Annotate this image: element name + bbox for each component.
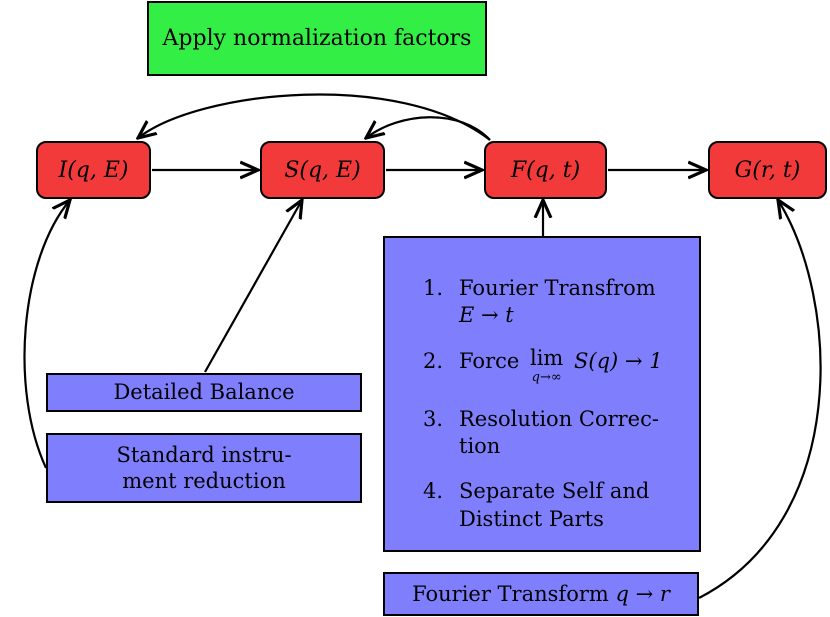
- node-G-r-t: G(r, t): [708, 141, 827, 199]
- apply-normalization-label: Apply normalization factors: [162, 26, 472, 51]
- standard-reduction-line2: ment reduction: [122, 469, 286, 493]
- edge-balance-to-S: [204, 200, 302, 373]
- standard-reduction-line1: Standard instru-: [116, 442, 292, 467]
- edge-reduction-to-I: [23, 200, 70, 469]
- step-number: 3.: [423, 406, 444, 431]
- fourier-transform-math: q → r: [615, 581, 670, 606]
- edge-F-to-S-curve: [366, 116, 491, 141]
- step-number: 4.: [423, 479, 444, 504]
- step-text-line1: Fourier Transfrom: [459, 276, 656, 301]
- node-F-q-t: F(q, t): [484, 141, 607, 199]
- step-text-line1: Resolution Correc-: [459, 406, 659, 431]
- processing-steps-list: 1. Fourier Transfrom E → t 2. Force lim …: [423, 275, 663, 533]
- step-separate-parts: 4. Separate Self and Distinct Parts: [423, 478, 663, 533]
- processing-steps-box: 1. Fourier Transfrom E → t 2. Force lim …: [383, 236, 701, 552]
- step-force-suffix: S(q) → 1: [574, 348, 663, 373]
- step-text-line2: Distinct Parts: [459, 506, 604, 531]
- fourier-transform-box: Fourier Transform q → r: [383, 572, 699, 616]
- node-S-label: S(q, E): [284, 157, 361, 183]
- node-I-q-E: I(q, E): [36, 141, 151, 199]
- detailed-balance-box: Detailed Balance: [46, 373, 362, 412]
- edge-F-to-I-curve: [138, 93, 491, 141]
- standard-reduction-box: Standard instru- ment reduction: [46, 433, 362, 503]
- node-S-q-E: S(q, E): [260, 141, 385, 199]
- step-force-prefix: Force: [459, 348, 520, 373]
- limit-subscript: q→∞: [531, 369, 562, 385]
- step-force-limit: 2. Force lim q→∞ S(q) → 1: [423, 345, 663, 385]
- step-fourier-transform: 1. Fourier Transfrom E → t: [423, 275, 663, 330]
- step-text-line1: Separate Self and: [459, 479, 650, 504]
- step-number: 2.: [423, 348, 444, 373]
- step-resolution-correction: 3. Resolution Correc- tion: [423, 406, 663, 461]
- detailed-balance-label: Detailed Balance: [113, 380, 295, 405]
- apply-normalization-box: Apply normalization factors: [147, 1, 487, 76]
- step-text-line2: E → t: [459, 303, 514, 328]
- node-I-label: I(q, E): [58, 157, 129, 183]
- fourier-transform-prefix: Fourier Transform: [412, 581, 609, 606]
- edge-fourier-to-G: [698, 200, 822, 599]
- step-number: 1.: [423, 276, 444, 301]
- limit-word: lim: [529, 345, 564, 370]
- limit-operator: lim q→∞: [529, 345, 564, 385]
- step-text-line2: tion: [459, 434, 501, 458]
- node-G-label: G(r, t): [734, 157, 801, 183]
- node-F-label: F(q, t): [510, 157, 581, 183]
